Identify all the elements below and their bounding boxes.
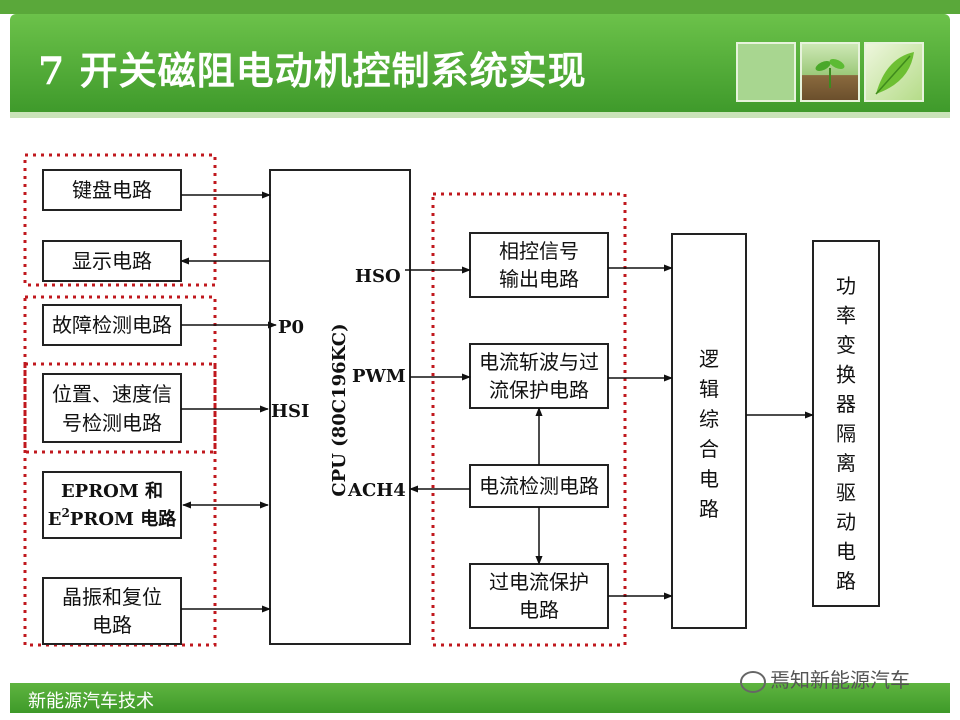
logic-synthesis-char: 电 bbox=[699, 467, 719, 491]
watermark-text: 焉知新能源汽车 bbox=[770, 668, 910, 692]
chopper-protection-box bbox=[469, 343, 609, 409]
power-converter-driver-char: 率 bbox=[836, 304, 856, 328]
port-p0-label: P0 bbox=[278, 317, 304, 338]
position-speed-label-1: 位置、速度信 bbox=[52, 382, 172, 406]
logic-synthesis-char: 合 bbox=[699, 437, 719, 461]
port-hso-label: HSO bbox=[355, 266, 401, 287]
fault-detection-label: 故障检测电路 bbox=[52, 313, 172, 337]
keyboard-circuit-box bbox=[42, 169, 182, 211]
phase-control-label-2: 输出电路 bbox=[499, 267, 579, 291]
power-converter-driver-box bbox=[812, 240, 880, 607]
overcurrent-protection-box bbox=[469, 563, 609, 629]
logic-synthesis-char: 辑 bbox=[699, 377, 719, 401]
crystal-reset-label-2: 电路 bbox=[92, 613, 132, 637]
power-converter-driver-char: 电 bbox=[836, 540, 856, 564]
power-converter-driver-char: 功 bbox=[836, 274, 856, 298]
port-ach4-label: ACH4 bbox=[347, 480, 406, 501]
top-band bbox=[0, 0, 960, 14]
logic-synthesis-char: 综 bbox=[699, 407, 719, 431]
power-converter-driver-char: 隔 bbox=[836, 422, 856, 446]
chopper-protection-label-2: 流保护电路 bbox=[489, 378, 589, 402]
position-speed-label-2: 号检测电路 bbox=[62, 411, 162, 435]
power-control-group-frame bbox=[431, 192, 627, 647]
keyboard-circuit-label: 键盘电路 bbox=[72, 178, 152, 202]
display-circuit-label: 显示电路 bbox=[72, 249, 152, 273]
logic-synthesis-char: 逻 bbox=[699, 347, 719, 371]
power-converter-driver-char: 换 bbox=[836, 363, 856, 387]
power-converter-driver-char: 驱 bbox=[836, 481, 856, 505]
power-converter-driver-char: 动 bbox=[836, 510, 856, 534]
power-converter-driver-char: 变 bbox=[836, 333, 856, 357]
eprom-label-1: EPROM 和 bbox=[61, 481, 163, 502]
current-detection-box bbox=[469, 464, 609, 508]
phase-control-output-box bbox=[469, 232, 609, 298]
overcurrent-protection-label-1: 过电流保护 bbox=[489, 570, 589, 594]
slide-title: 7 开关磁阻电动机控制系统实现 bbox=[38, 48, 587, 93]
eprom-label-2: E2PROM 电路 bbox=[48, 506, 177, 530]
header-stripe bbox=[10, 112, 950, 118]
watermark: 焉知新能源汽车 bbox=[740, 664, 910, 693]
crystal-reset-box bbox=[42, 577, 182, 645]
power-converter-driver-char: 离 bbox=[836, 451, 856, 475]
position-speed-detection-box bbox=[42, 373, 182, 443]
overcurrent-protection-label-2: 电路 bbox=[519, 598, 559, 622]
power-converter-driver-char: 路 bbox=[836, 569, 856, 593]
phase-control-label-1: 相控信号 bbox=[499, 239, 579, 263]
leaf-image bbox=[864, 42, 924, 102]
fault-detection-box bbox=[42, 304, 182, 346]
chopper-protection-label-1: 电流斩波与过 bbox=[479, 350, 599, 374]
display-circuit-box bbox=[42, 240, 182, 282]
footer-label: 新能源汽车技术 bbox=[28, 691, 154, 712]
cpu-box bbox=[269, 169, 411, 645]
crystal-reset-label-1: 晶振和复位 bbox=[62, 585, 162, 609]
eprom-circuit-box bbox=[42, 471, 182, 539]
cpu-label: CPU (80C196KC) bbox=[329, 323, 350, 496]
sensor-group-frame bbox=[23, 362, 217, 454]
current-detection-label: 电流检测电路 bbox=[479, 474, 599, 498]
logic-synthesis-char: 路 bbox=[699, 497, 719, 521]
port-pwm-label: PWM bbox=[352, 366, 406, 387]
wechat-icon bbox=[740, 670, 766, 693]
leaf-icon bbox=[875, 52, 914, 95]
sprout-image bbox=[800, 42, 860, 102]
sprout-icon bbox=[815, 59, 845, 88]
power-converter-driver-char: 器 bbox=[836, 392, 856, 416]
header-tile-plain bbox=[736, 42, 796, 102]
slide-footer: 新能源汽车技术 bbox=[10, 683, 950, 713]
port-hsi-label: HSI bbox=[271, 401, 309, 422]
logic-synthesis-box bbox=[671, 233, 747, 629]
